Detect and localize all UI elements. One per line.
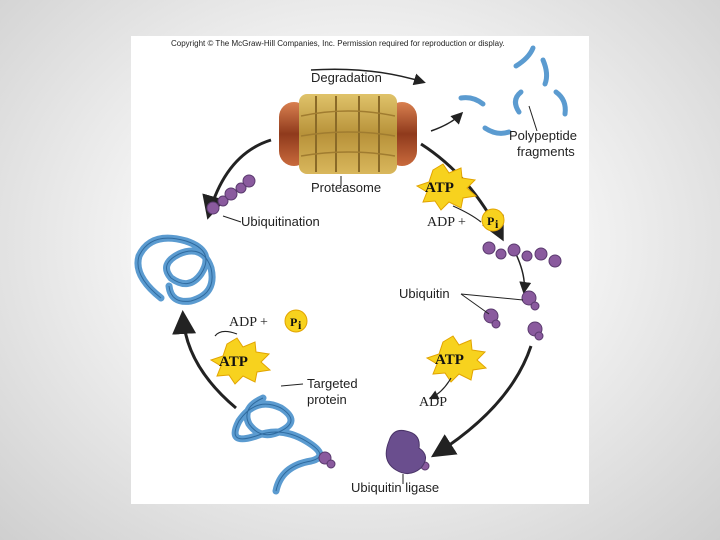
ubiquitin-chain-right-icon <box>482 241 562 268</box>
adp-right-arrow <box>428 377 452 400</box>
atp-burst-right-icon <box>425 335 488 383</box>
pi-left-sub: i <box>298 318 302 332</box>
polypeptide-label-line2: fragments <box>517 144 575 159</box>
fragments-leader <box>528 105 538 132</box>
cycle-arrow-lower-right <box>430 345 533 458</box>
atp-left-label: ATP <box>219 354 248 370</box>
adp-left-label: ADP + <box>229 315 268 330</box>
atp-right-label: ATP <box>435 352 464 368</box>
polypeptide-label-line1: Polypeptide <box>509 128 577 143</box>
atp-top-label: ATP <box>425 180 454 196</box>
adp-left-arrow <box>214 330 238 337</box>
ubiquitin-leader-2 <box>460 293 490 315</box>
diagram-canvas: Copyright © The McGraw-Hill Companies, I… <box>134 39 577 495</box>
copyright-text: Copyright © The McGraw-Hill Companies, I… <box>171 39 505 48</box>
targeted-protein-top-outline <box>137 237 213 302</box>
pi-top-sub: i <box>495 217 499 231</box>
targeted-protein-label-line1: Targeted <box>307 376 358 391</box>
proteasome-cycle-figure: Copyright © The McGraw-Hill Companies, I… <box>131 36 589 504</box>
ubiquitin-chain-left-icon <box>206 174 256 215</box>
pi-top-badge <box>481 208 505 232</box>
pi-top-label: P <box>487 214 494 228</box>
atp-burst-top-icon <box>415 163 478 211</box>
proteasome-label: Proteasome <box>311 180 381 195</box>
fragments-arrow <box>430 111 464 132</box>
adp-top-label: ADP + <box>427 215 466 230</box>
proteasome-icon <box>279 94 417 174</box>
pi-left-label: P <box>290 315 297 329</box>
pi-left-badge <box>284 309 308 333</box>
targeted-protein-label-line2: protein <box>307 392 347 407</box>
targeted-protein-leader <box>280 383 304 387</box>
adp-right-label: ADP <box>419 395 447 410</box>
cycle-arrow-lower-left <box>172 310 237 410</box>
targeted-protein-top-icon <box>134 234 216 305</box>
ubiquitin-label: Ubiquitin <box>399 286 450 301</box>
degradation-arrow <box>310 68 426 86</box>
ubiquitin-ligase-icon <box>385 430 426 474</box>
atp-burst-left-icon <box>209 337 272 385</box>
degradation-label: Degradation <box>311 70 382 85</box>
ubiquitin-leader-1 <box>460 293 524 301</box>
ubiquitin-chain-arrow <box>515 253 532 294</box>
free-ubiquitin-icons <box>483 290 544 341</box>
ubiquitin-ligase-label: Ubiquitin ligase <box>351 480 439 495</box>
ubiquitination-label: Ubiquitination <box>241 214 320 229</box>
adp-top-arrow <box>452 205 482 223</box>
ubiquitination-leader <box>222 215 242 223</box>
polypeptide-fragments-icon <box>458 45 568 136</box>
